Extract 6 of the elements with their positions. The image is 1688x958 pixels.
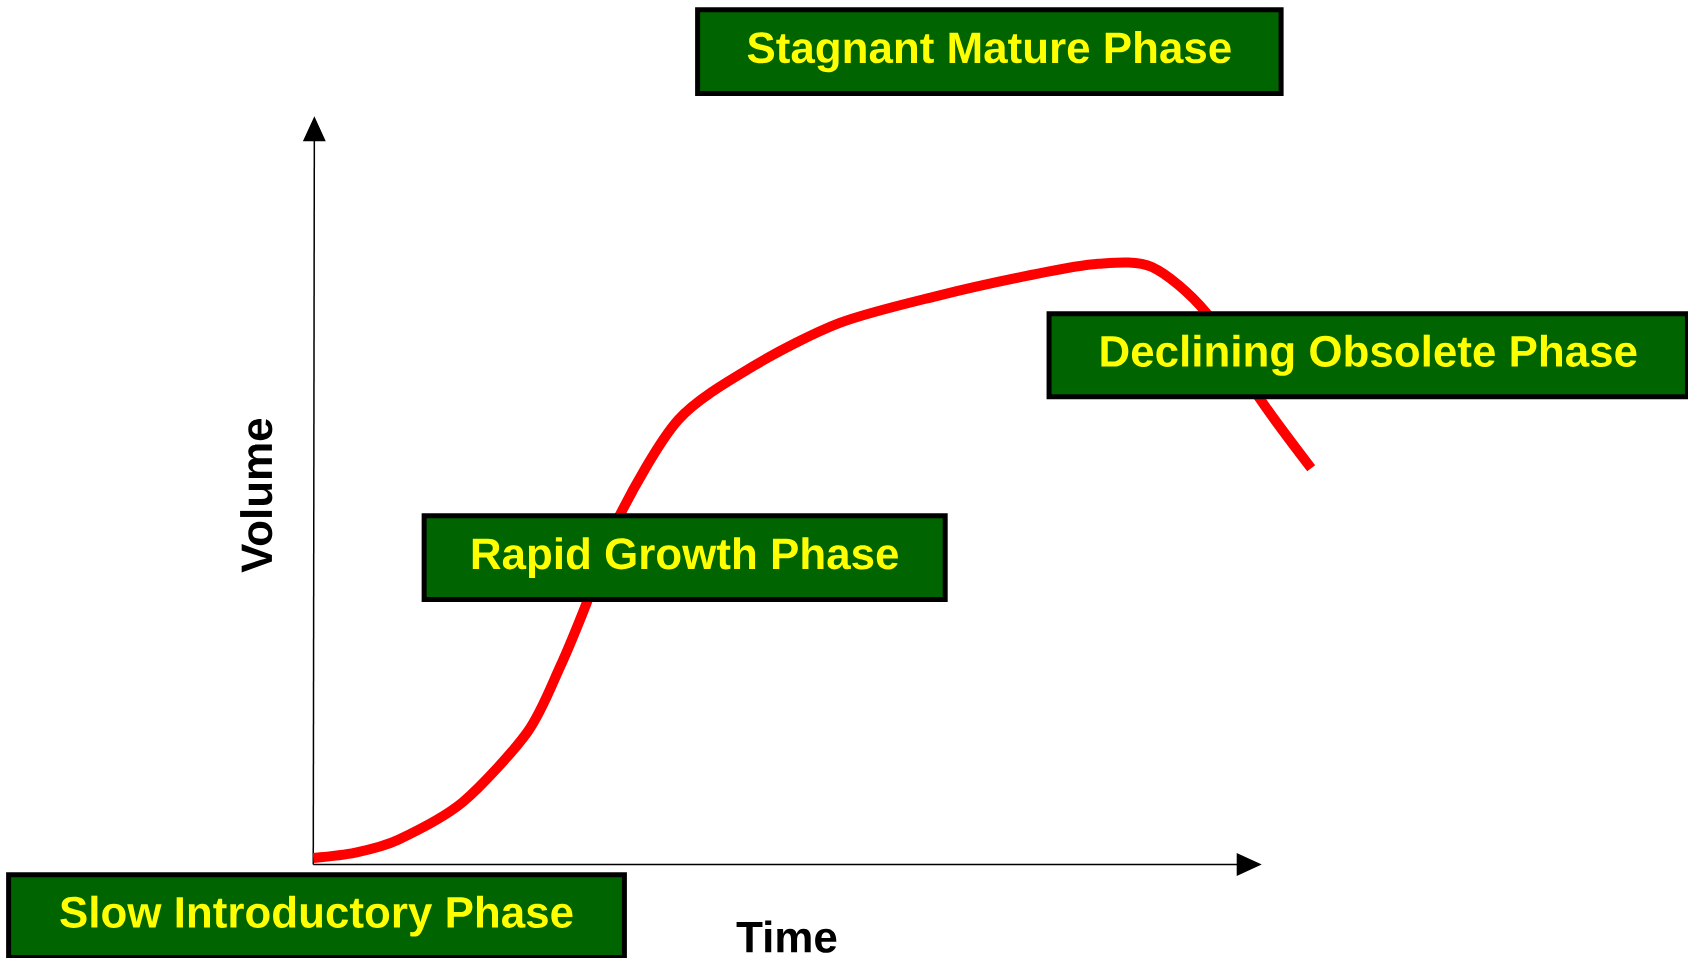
axis-label: Time: [736, 920, 837, 953]
phase-box: Declining Obsolete Phase: [1046, 311, 1688, 400]
phase-box: Rapid Growth Phase: [421, 513, 948, 603]
axis-label: Volume: [240, 418, 273, 573]
phase-box: Stagnant Mature Phase: [695, 7, 1284, 97]
phase-box: Slow Introductory Phase: [6, 872, 627, 958]
